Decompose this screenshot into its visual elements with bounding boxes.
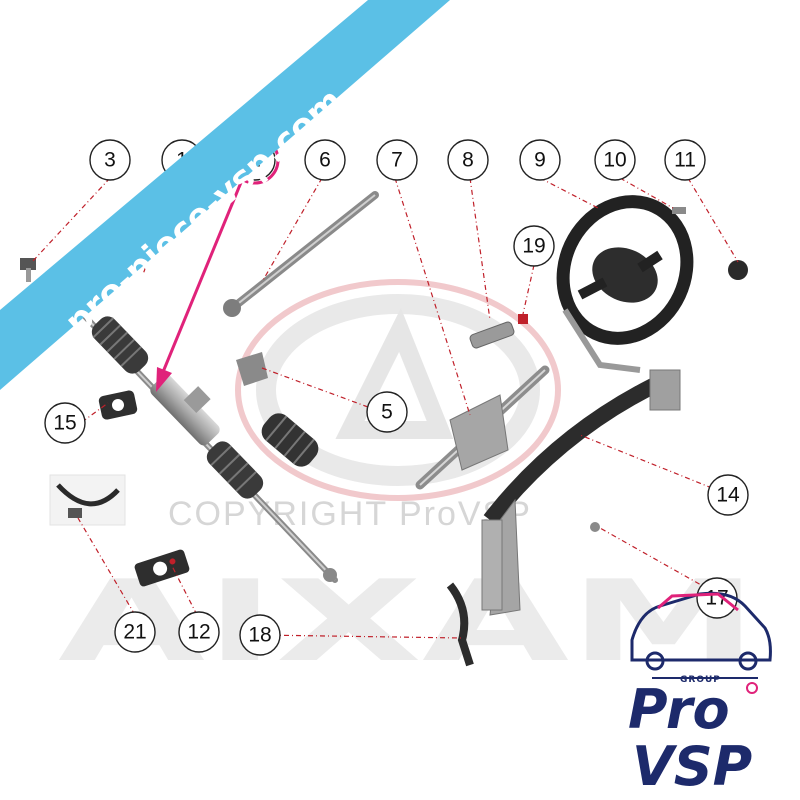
steering-wheel-part-9 [556, 195, 694, 345]
screw-part-10 [672, 207, 686, 214]
svg-text:11: 11 [674, 149, 696, 172]
cross-member-part-14 [481, 308, 681, 616]
steering-column-part-7 [415, 365, 550, 490]
rack-boot-right [206, 441, 264, 499]
cap-part-11 [728, 260, 748, 280]
callout-7: 7 [376, 139, 418, 181]
callout-14: 14 [707, 474, 749, 516]
callout-18: 18 [239, 614, 281, 656]
svg-text:5: 5 [381, 401, 393, 424]
logo-accent-dot [746, 682, 758, 694]
steering-rack [57, 287, 338, 583]
callout-15: 15 [44, 402, 86, 444]
callout-21: 21 [114, 611, 156, 653]
wheel-left-icon [645, 651, 665, 671]
svg-text:12: 12 [187, 621, 210, 644]
bolt-part-3 [20, 258, 36, 282]
callout-10: 10 [594, 139, 636, 181]
watermark-ring-inner [256, 294, 540, 486]
plate-part-12 [134, 549, 190, 587]
logo-pro: Pro [628, 678, 730, 741]
watermark-copyright: COPYRIGHT ProVSP [168, 495, 532, 533]
tie-rod-end [323, 568, 337, 582]
brand-logo: GROUP Pro VSP [628, 591, 772, 798]
svg-text:6: 6 [319, 149, 331, 172]
wheel-right-icon [738, 651, 758, 671]
callout-19: 19 [513, 225, 555, 267]
svg-text:8: 8 [462, 149, 474, 172]
nut-part-19 [518, 314, 528, 324]
intermediate-shaft-part-6 [223, 191, 379, 317]
callout-8: 8 [447, 139, 489, 181]
bracket-part-18 [446, 582, 474, 667]
svg-text:18: 18 [248, 624, 271, 647]
site-banner: pro-piece-vsp.com [0, 0, 450, 390]
gasket-part-15 [98, 390, 138, 420]
svg-text:7: 7 [391, 149, 403, 172]
logo-group-label: GROUP [680, 675, 721, 685]
site-banner-stripe [0, 0, 450, 390]
callout-5: 5 [366, 391, 408, 433]
callout-6: 6 [304, 139, 346, 181]
leader-lines [31, 177, 739, 639]
logo-vsp: VSP [632, 735, 752, 798]
svg-text:9: 9 [534, 149, 546, 172]
watermark-ring [235, 279, 561, 501]
callout-12: 12 [178, 611, 220, 653]
bellows-part-5 [236, 352, 319, 467]
clamp-part-21 [49, 474, 126, 526]
lock-part-8 [469, 321, 515, 349]
callout-3: 3 [89, 139, 131, 181]
svg-text:21: 21 [123, 621, 146, 644]
svg-text:15: 15 [53, 412, 76, 435]
screw-part-17 [590, 522, 600, 532]
svg-text:14: 14 [716, 484, 740, 507]
watermark: COPYRIGHT ProVSP AIXAM [58, 279, 758, 687]
rack-housing [150, 374, 220, 446]
callout-9: 9 [519, 139, 561, 181]
callout-11: 11 [664, 139, 706, 181]
svg-text:19: 19 [522, 235, 545, 258]
rack-boot-left [91, 316, 149, 374]
svg-text:3: 3 [104, 149, 116, 172]
svg-text:10: 10 [603, 149, 626, 172]
car-outline-icon [630, 591, 772, 662]
